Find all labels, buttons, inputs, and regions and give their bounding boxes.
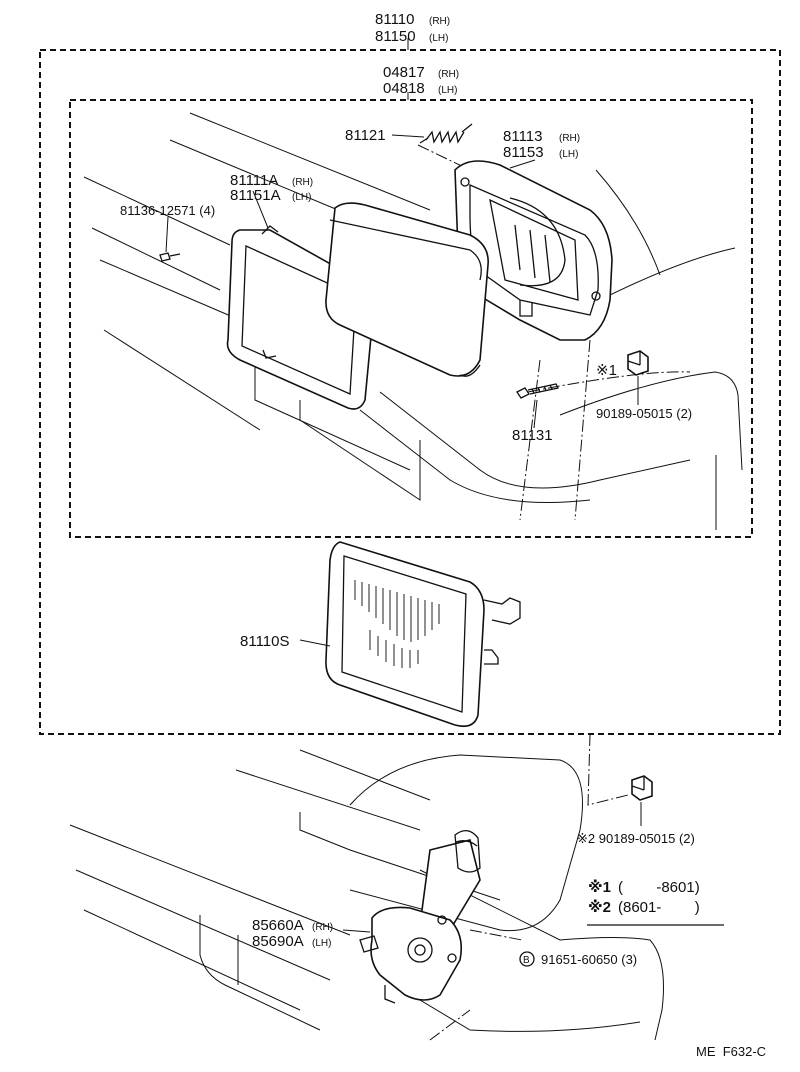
clip-part-2 — [631, 775, 653, 826]
bolt-marker-circle — [519, 951, 535, 967]
adjust-screw-part — [516, 383, 559, 429]
sub-assembly-boundary — [69, 99, 753, 538]
headlamp-motor-part — [342, 830, 523, 1004]
motor-rh-label: 85660A — [252, 917, 304, 934]
motor-rh-side: (RH) — [312, 922, 333, 933]
bolt-label: 91651-60650 (3) — [541, 952, 637, 967]
note1-range: ( -8601) — [618, 879, 700, 896]
clip-label: 90189-05015 (2) — [596, 406, 692, 421]
adjust-screw-label: 81131 — [512, 427, 553, 444]
note2-mark: ※2 — [588, 898, 611, 916]
clip2-label: ※2 90189-05015 (2) — [577, 831, 695, 846]
clip-part-1 — [627, 350, 649, 405]
sub-assembly-lh-label: 04818 — [383, 80, 425, 97]
sub-assembly-rh-label: 04817 — [383, 64, 425, 81]
assembly-boundary — [39, 38, 781, 735]
note1-mark: ※1 — [588, 878, 611, 896]
vehicle-body-lower — [69, 749, 664, 1041]
clip-note-label: ※1 — [596, 362, 617, 379]
retainer-lh-label: 81151A — [230, 187, 281, 204]
retainer-rh-label: 81111A — [230, 172, 278, 189]
housing-lh-label: 81153 — [503, 144, 544, 161]
diagram-code: ME F632-C — [696, 1044, 766, 1059]
housing-rh-label: 81113 — [503, 128, 543, 145]
vehicle-body-upper — [83, 112, 743, 530]
labels: 81110 (RH) 81150 (LH) 04817 (RH) 04818 (… — [120, 11, 766, 1059]
screw-label: 81136-12571 (4) — [120, 203, 215, 218]
assembly-lh-label: 81150 — [375, 28, 416, 45]
bolt-marker-label: B — [523, 955, 530, 966]
inner-lamp-body — [325, 202, 489, 377]
housing-lh-side: (LH) — [559, 149, 578, 160]
sealed-beam-label: 81110S — [240, 633, 290, 650]
retainer-lh-side: (LH) — [292, 192, 311, 203]
housing-rh-side: (RH) — [559, 133, 580, 144]
screw-part — [159, 216, 181, 262]
connector-lines — [587, 733, 629, 806]
assembly-rh-label: 81110 — [375, 11, 415, 28]
assembly-rh-side: (RH) — [429, 16, 450, 27]
sealed-beam-part — [299, 541, 521, 728]
spring-part — [391, 123, 473, 171]
motor-lh-label: 85690A — [252, 933, 304, 950]
sub-assembly-lh-side: (LH) — [438, 85, 457, 96]
assembly-lh-side: (LH) — [429, 33, 448, 44]
note2-range: (8601- ) — [618, 899, 700, 916]
spring-label: 81121 — [345, 127, 386, 144]
retainer-rh-side: (RH) — [292, 177, 313, 188]
motor-lh-side: (LH) — [312, 938, 331, 949]
sub-assembly-rh-side: (RH) — [438, 69, 459, 80]
